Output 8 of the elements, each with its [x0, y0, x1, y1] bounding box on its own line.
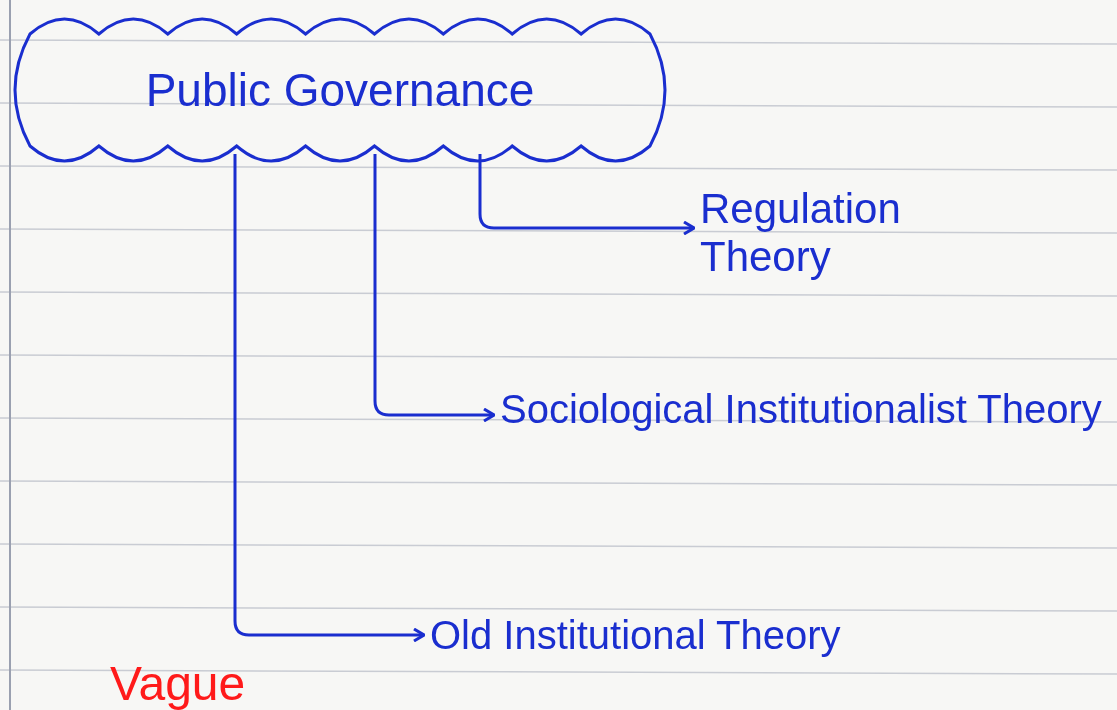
arrow [373, 154, 496, 423]
arrow [233, 154, 426, 643]
node-text: Sociological Institutionalist Theory [500, 386, 1102, 433]
arrow [478, 154, 696, 236]
note-text: Vague [110, 656, 246, 710]
node-text: Old Institutional Theory [430, 612, 841, 659]
node-text: Regulation Theory [700, 185, 902, 282]
cloud-title: Public Governance [145, 62, 535, 118]
